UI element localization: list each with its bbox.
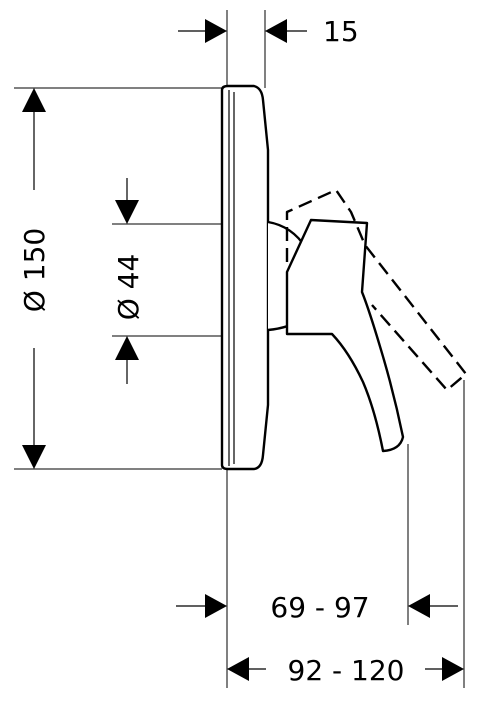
dimension-label-d44: Ø 44	[112, 254, 145, 321]
cover-plate-bevel	[228, 90, 235, 466]
arrowhead-left	[408, 594, 430, 618]
dimension-plate-offset: 15	[178, 15, 359, 48]
arrowhead-up	[22, 88, 46, 112]
mixer-handle	[267, 218, 405, 453]
arrowhead-right	[205, 594, 227, 618]
dimension-label-92-120: 92 - 120	[288, 654, 405, 687]
arrowhead-right	[205, 19, 227, 43]
dimension-plate-diameter: Ø 150	[18, 88, 51, 469]
arrowhead-down	[22, 445, 46, 469]
arrowhead-left	[227, 657, 249, 681]
arrowhead-up	[115, 336, 139, 360]
cover-plate	[220, 84, 270, 471]
dimension-label-d150: Ø 150	[18, 228, 51, 312]
dimension-lever-reach-open: 92 - 120	[227, 654, 464, 687]
dimension-label-15: 15	[323, 15, 359, 48]
arrowhead-down	[115, 200, 139, 224]
dimension-label-69-97: 69 - 97	[270, 591, 369, 624]
dimension-lever-reach: 69 - 97	[176, 591, 458, 624]
arrowhead-right	[442, 657, 464, 681]
handle-open-outline	[285, 188, 468, 392]
handle-open-position	[285, 188, 468, 392]
arrowhead-left	[265, 19, 287, 43]
dimension-cartridge-diameter: Ø 44	[112, 178, 145, 384]
handle-lever	[285, 218, 405, 453]
